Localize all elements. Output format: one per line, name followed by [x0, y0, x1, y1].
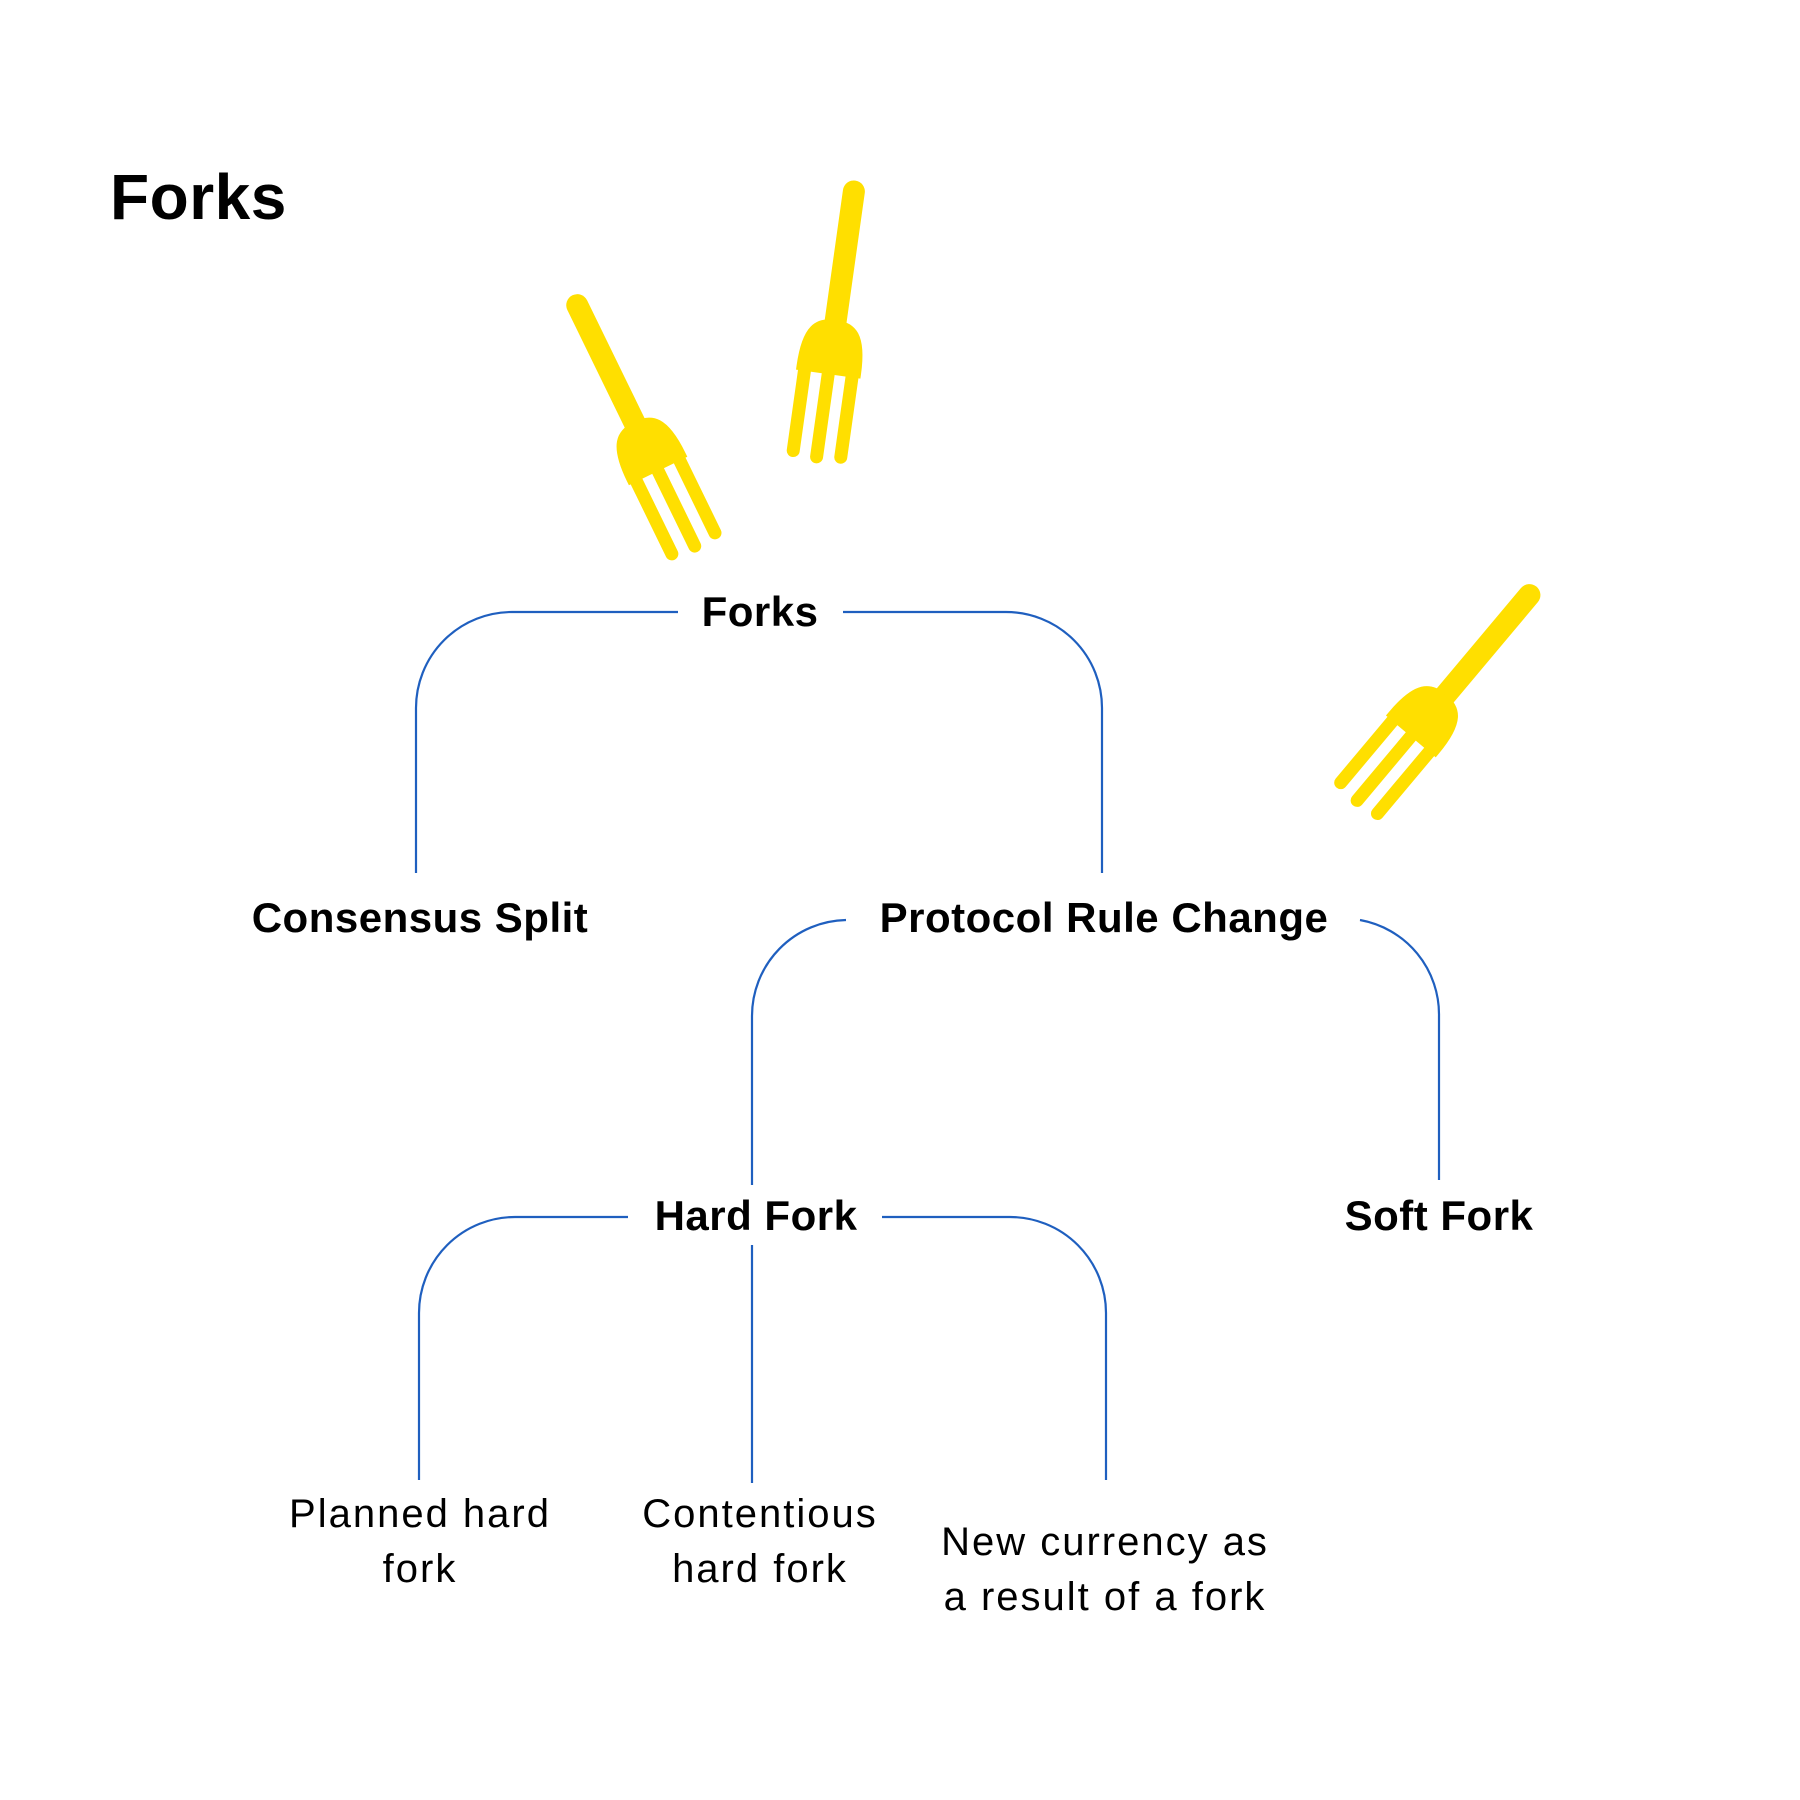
node-contentious-hard-fork: Contentious hard fork — [642, 1492, 878, 1591]
node-planned-hard-fork: Planned hard fork — [289, 1492, 551, 1591]
node-protocol-rule-change: Protocol Rule Change — [879, 894, 1329, 941]
connector-hard-fork-planned — [417, 1215, 628, 1480]
page-title: Forks — [110, 161, 287, 233]
node-forks: Forks — [701, 588, 819, 635]
fork-icon-middle — [785, 187, 886, 461]
node-new-currency: New currency as a result of a fork — [941, 1520, 1269, 1619]
node-consensus-split: Consensus Split — [251, 894, 589, 941]
connector-hard-fork-new-currency — [882, 1215, 1108, 1480]
connector-protocol-soft-fork — [1359, 918, 1441, 1180]
connector-forks-protocol-rule-change — [843, 610, 1104, 873]
fork-icon-left — [548, 291, 723, 560]
node-hard-fork: Hard Fork — [654, 1192, 858, 1239]
fork-icon-right — [1333, 575, 1554, 821]
connector-forks-consensus-split — [414, 610, 678, 873]
connector-protocol-hard-fork — [750, 918, 847, 1185]
node-soft-fork: Soft Fork — [1344, 1192, 1534, 1239]
